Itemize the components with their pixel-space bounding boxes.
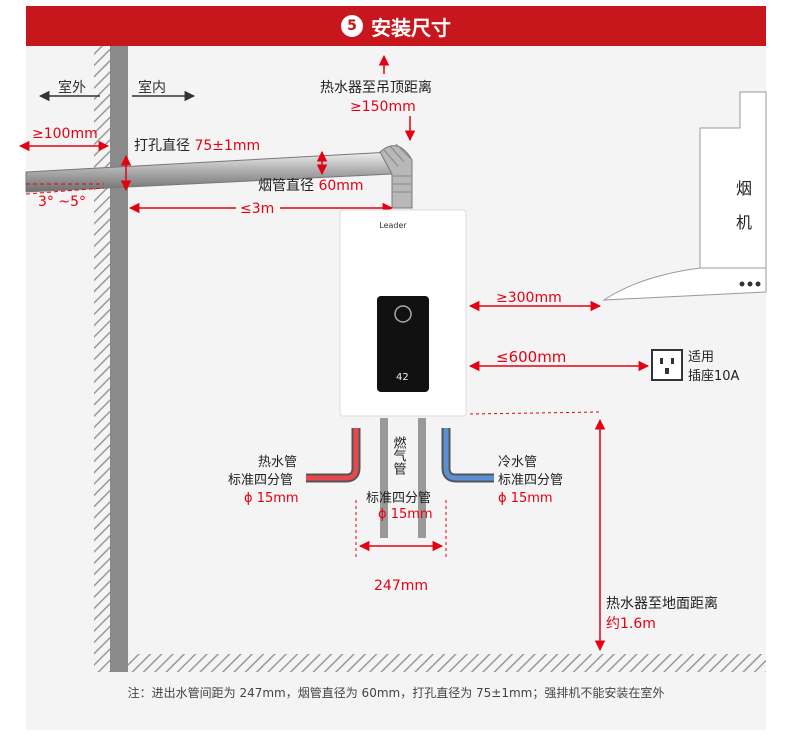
floor-guide bbox=[469, 411, 601, 415]
control-panel bbox=[377, 296, 429, 392]
power-icon bbox=[394, 305, 412, 323]
wall-protrusion-value: ≥100mm bbox=[32, 126, 98, 142]
temperature-display: 42 bbox=[396, 372, 409, 383]
to-hood-value: ≥300mm bbox=[496, 290, 562, 306]
hood-label-2: 机 bbox=[736, 213, 752, 232]
hot-pipe-label-3: ϕ 15mm bbox=[244, 491, 299, 506]
hole-diameter-label: 打孔直径 75±1mm bbox=[134, 137, 260, 154]
hood-label-1: 烟 bbox=[736, 179, 752, 198]
cold-pipe-label-2: 标准四分管 bbox=[498, 473, 563, 488]
brand-logo: Leader bbox=[379, 221, 407, 230]
outdoor-label: 室外 bbox=[58, 79, 86, 96]
floor-distance-label: 热水器至地面距离 bbox=[606, 595, 718, 612]
header-title: 5 安装尺寸 bbox=[26, 6, 766, 46]
slope-value: 3° ~5° bbox=[38, 194, 86, 210]
gas-pipe-left bbox=[380, 418, 388, 538]
floor-hatch bbox=[128, 654, 766, 672]
gas-pipe-label-3: ϕ 15mm bbox=[378, 507, 433, 522]
slope-guide-angled bbox=[25, 187, 105, 195]
section-title: 安装尺寸 bbox=[371, 15, 451, 40]
range-hood-body bbox=[699, 91, 767, 273]
wall-hatch bbox=[94, 46, 110, 672]
indoor-label: 室内 bbox=[138, 79, 166, 96]
power-socket-icon bbox=[651, 349, 683, 381]
gas-pipe-right bbox=[418, 418, 426, 538]
ceiling-clearance-value: ≥150mm bbox=[350, 99, 416, 115]
ceiling-clearance-label: 热水器至吊顶距离 bbox=[320, 79, 432, 96]
footnote: 注：进出水管间距为 247mm，烟管直径为 60mm，打孔直径为 75±1mm；… bbox=[127, 686, 665, 700]
hot-water-pipe bbox=[306, 428, 359, 481]
range-hood-canopy bbox=[602, 267, 767, 301]
flue-length-value: ≤3m bbox=[240, 201, 274, 217]
gas-pipe-label-2: 标准四分管 bbox=[366, 491, 431, 506]
cold-water-pipe bbox=[443, 428, 494, 481]
step-badge: 5 bbox=[341, 15, 363, 37]
socket-label-1: 适用 bbox=[688, 350, 714, 365]
cold-pipe-outline bbox=[441, 428, 494, 483]
floor-distance-value: 约1.6m bbox=[606, 616, 656, 632]
pipe-spacing-value: 247mm bbox=[374, 578, 428, 594]
cold-pipe-label-1: 冷水管 bbox=[498, 455, 537, 470]
header-banner: 5 安装尺寸 bbox=[26, 6, 766, 46]
socket-label-2: 插座10A bbox=[688, 369, 740, 384]
wall bbox=[110, 46, 128, 672]
hot-pipe-label-2: 标准四分管 bbox=[228, 473, 293, 488]
flue-diameter-label: 烟管直径 60mm bbox=[258, 177, 364, 194]
to-socket-value: ≤600mm bbox=[496, 348, 566, 366]
gas-pipe-label: 燃气管 bbox=[391, 435, 407, 476]
hot-pipe-label-1: 热水管 bbox=[258, 455, 297, 470]
hot-pipe-outline bbox=[306, 428, 361, 483]
cold-pipe-label-3: ϕ 15mm bbox=[498, 491, 553, 506]
hood-buttons bbox=[739, 281, 761, 287]
